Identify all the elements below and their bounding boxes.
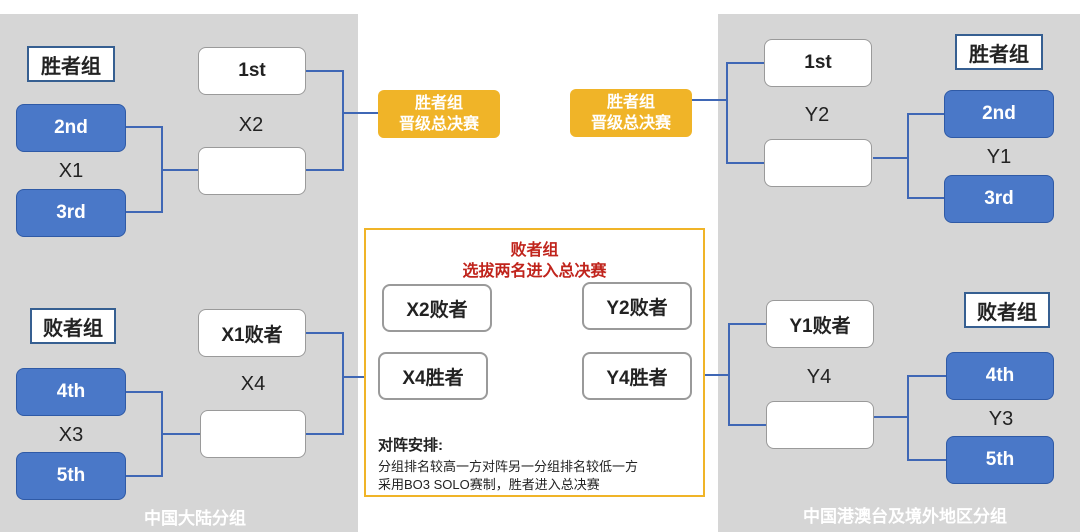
center-note-line2: 采用BO3 SOLO赛制，胜者进入总决赛 [378,477,600,492]
y2-loser-box: Y2败者 [582,282,692,330]
x4-winner-box: X4胜者 [378,352,488,400]
line-l-l-seeds [126,391,200,477]
right-seed-5th: 5th [946,436,1054,484]
right-match-y3: Y3 [988,408,1014,430]
losers-selection-box: 败者组 选拔两名进入总决赛 X2败者 Y2败者 X4胜者 Y4胜者 对阵安排: … [364,228,705,497]
line-r-w-seeds [873,113,944,199]
right-slot-y1-winner [764,139,872,187]
left-slot-1st: 1st [198,47,306,95]
left-seed-4th: 4th [16,368,126,416]
left-slot-x1-winner [198,147,306,195]
left-match-x2: X2 [238,114,264,136]
x2-loser-box: X2败者 [382,284,492,332]
right-match-y2: Y2 [804,104,830,126]
left-slot-x1-loser: X1败者 [198,309,306,357]
left-losers-group-label: 败者组 [30,308,116,344]
left-seed-2nd: 2nd [16,104,126,152]
line-l-w-final [306,70,378,171]
y4-winner-box: Y4胜者 [582,352,692,400]
left-match-x1: X1 [58,160,84,182]
center-title-line1: 败者组 [510,242,559,259]
right-winners-group-label: 胜者组 [955,34,1043,70]
left-region-footer: 中国大陆分组 [144,509,246,528]
right-match-y1: Y1 [986,146,1012,168]
left-seed-3rd: 3rd [16,189,126,237]
center-note-title: 对阵安排: [378,437,443,454]
right-advance-line2: 晋级总决赛 [590,115,671,132]
left-winners-group-label: 胜者组 [27,46,115,82]
left-match-x4: X4 [240,373,266,395]
right-advance-box: 胜者组 晋级总决赛 [570,89,692,137]
left-match-x3: X3 [58,424,84,446]
right-match-y4: Y4 [806,366,832,388]
right-seed-4th: 4th [946,352,1054,400]
right-seed-2nd: 2nd [944,90,1054,138]
right-seed-3rd: 3rd [944,175,1054,223]
right-region-footer: 中国港澳台及境外地区分组 [803,507,1007,526]
left-advance-line2: 晋级总决赛 [398,116,479,133]
left-slot-x3-winner [200,410,306,458]
line-l-w-seeds [126,126,198,213]
left-advance-box: 胜者组 晋级总决赛 [378,90,500,138]
right-advance-line1: 胜者组 [606,94,655,111]
center-note-line1: 分组排名较高一方对阵另一分组排名较低一方 [378,459,639,474]
left-seed-5th: 5th [16,452,126,500]
right-slot-y1-loser: Y1败者 [766,300,874,348]
center-title-line2: 选拔两名进入总决赛 [462,263,607,280]
line-r-l-seeds [873,375,946,461]
right-slot-y3-winner [766,401,874,449]
line-r-w-final [692,62,764,164]
left-advance-line1: 胜者组 [414,95,463,112]
right-slot-1st: 1st [764,39,872,87]
right-losers-group-label: 败者组 [964,292,1050,328]
